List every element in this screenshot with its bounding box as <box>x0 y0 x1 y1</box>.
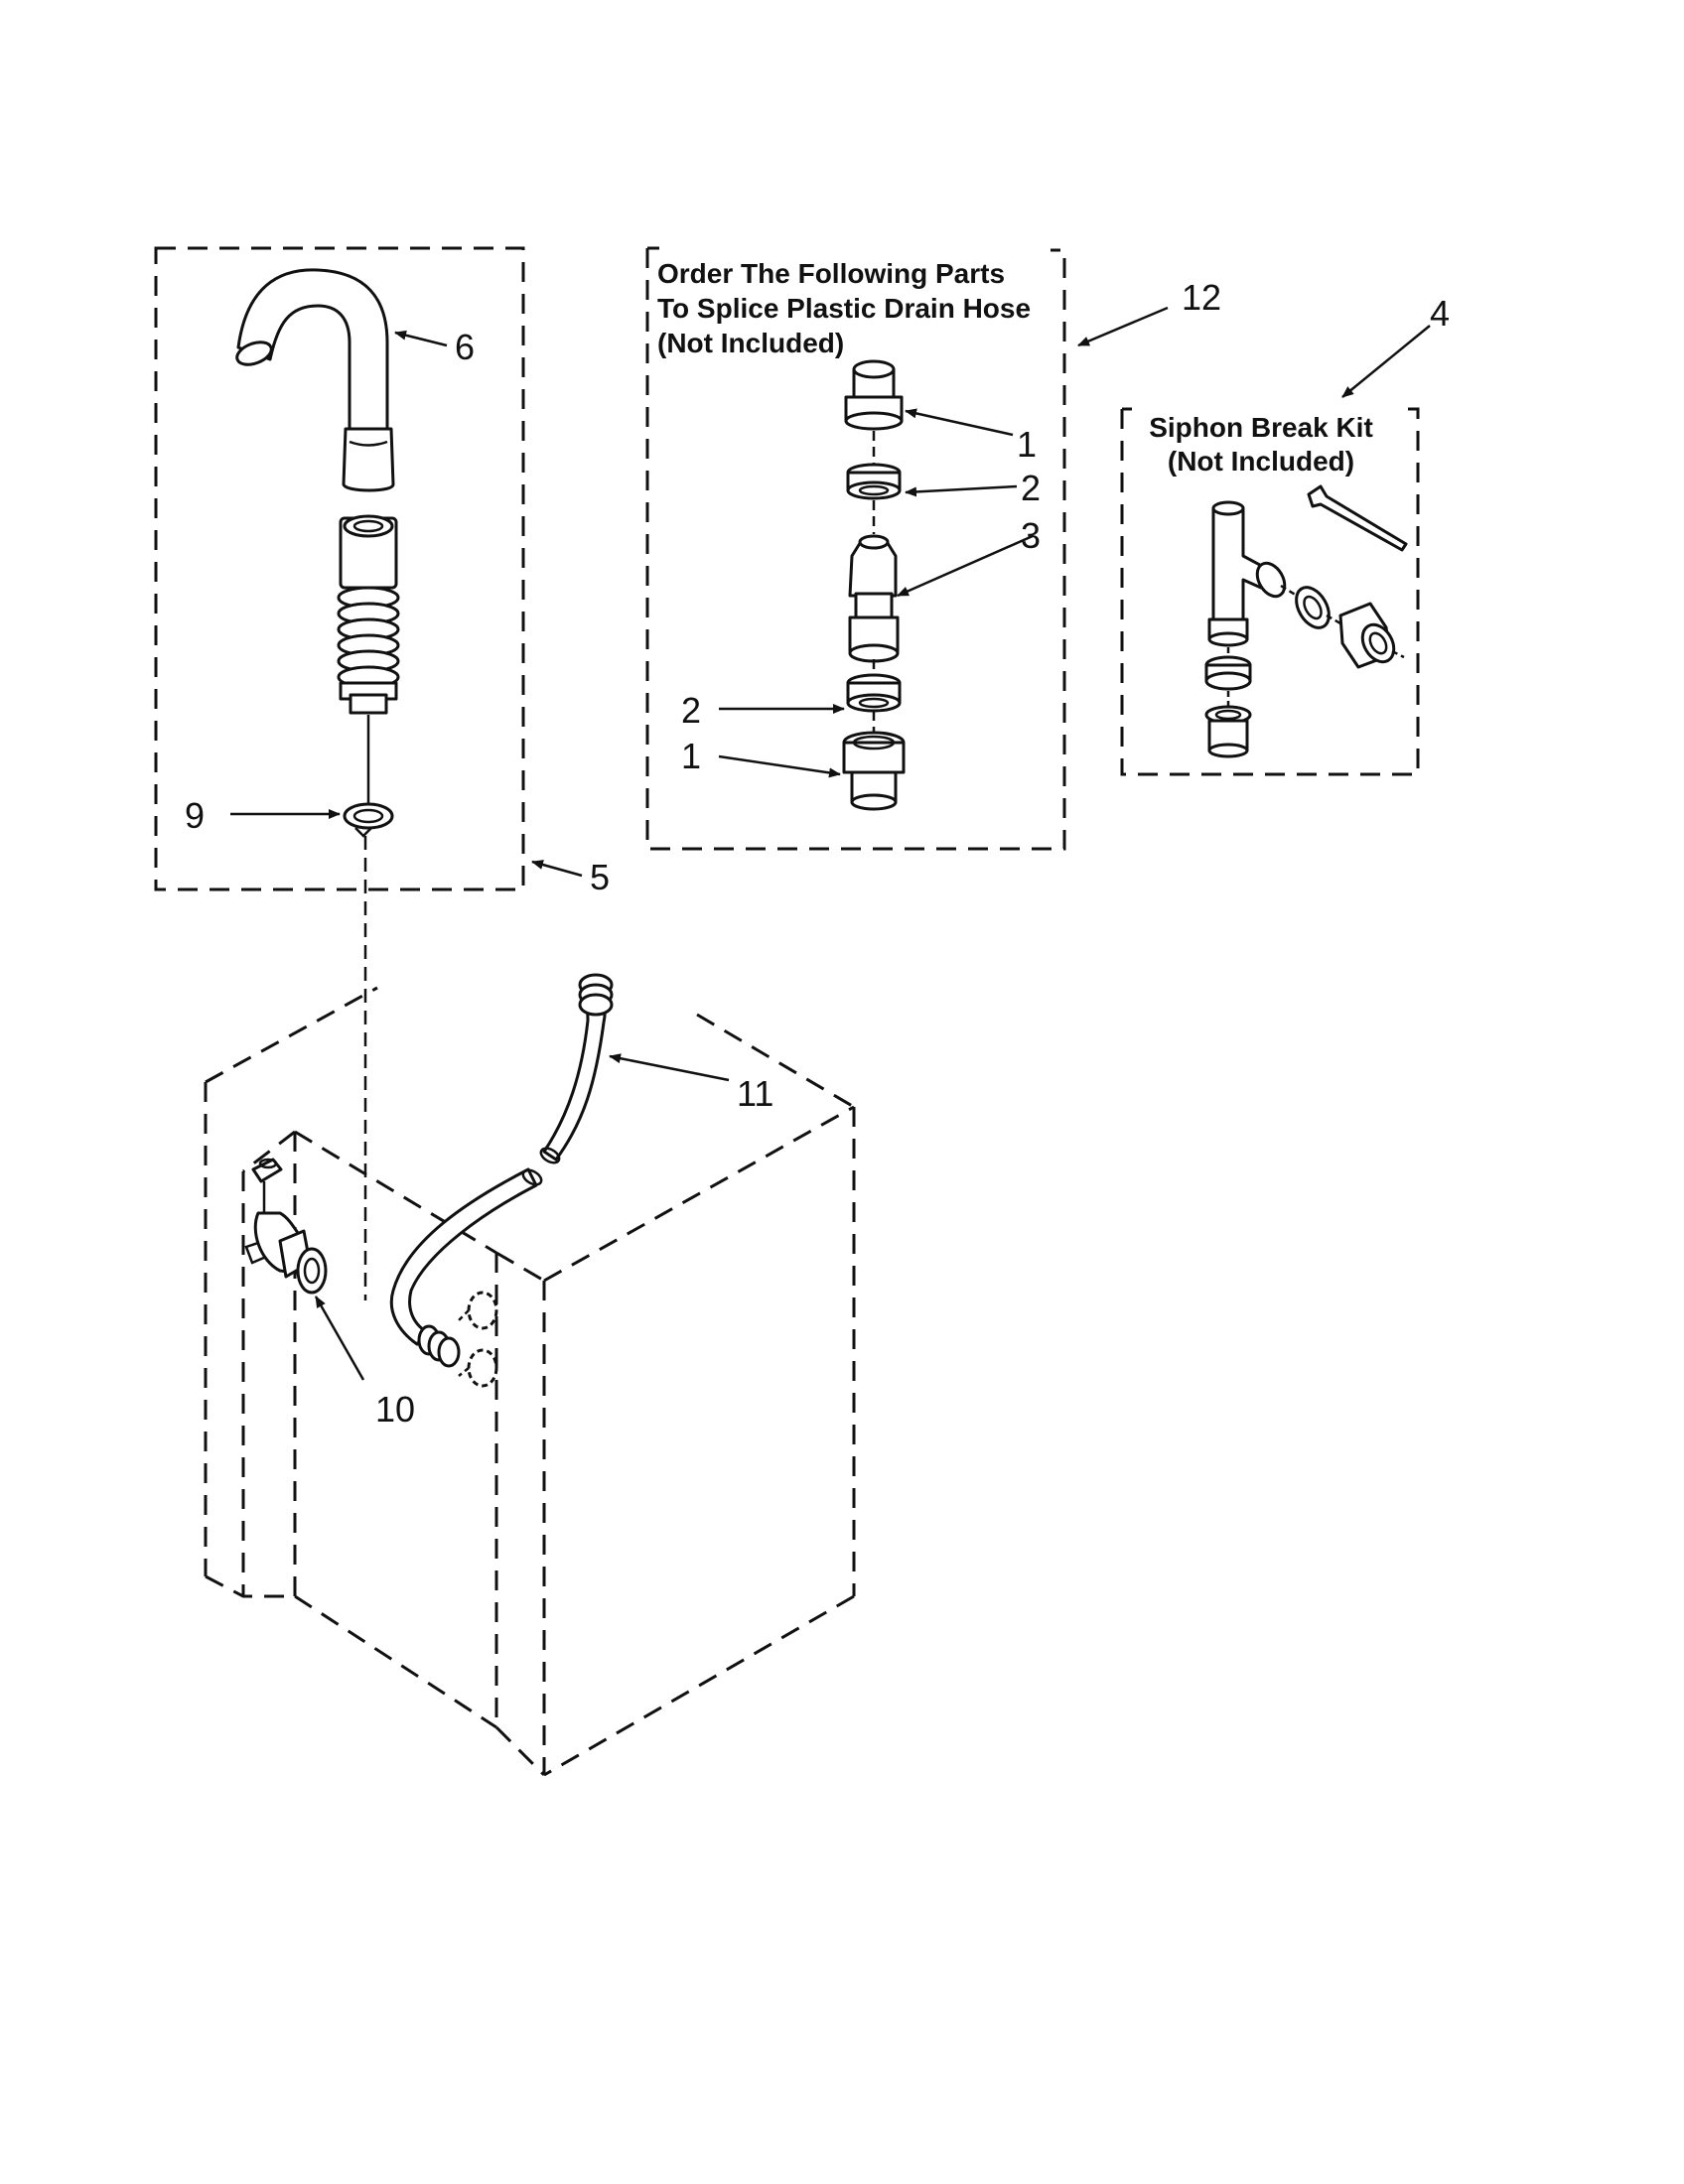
callout-9: 9 <box>185 795 205 836</box>
part-11-hose <box>389 973 614 1368</box>
washer-cabinet-outline <box>204 986 856 1777</box>
splice-kit-box <box>645 248 1066 851</box>
siphon-kit-box <box>1120 407 1420 776</box>
splice-box-title-line3: (Not Included) <box>657 328 844 358</box>
callout-5: 5 <box>590 857 610 897</box>
callout-2-bottom: 2 <box>681 690 701 731</box>
callout-2-top: 2 <box>1021 468 1041 508</box>
callout-10: 10 <box>375 1389 415 1430</box>
callout-1-bottom: 1 <box>681 736 701 776</box>
callout-1-top: 1 <box>1017 424 1037 465</box>
callout-4: 4 <box>1430 293 1450 334</box>
siphon-box-title-line2: (Not Included) <box>1168 446 1354 477</box>
callout-12: 12 <box>1182 277 1221 318</box>
leader-arrows <box>230 306 1431 1381</box>
splice-box-title-line2: To Splice Plastic Drain Hose <box>657 293 1031 324</box>
callout-6: 6 <box>455 327 475 367</box>
siphon-box-title-line1: Siphon Break Kit <box>1149 412 1373 443</box>
part-9-clamp <box>343 802 394 838</box>
splice-box-title-line1: Order The Following Parts <box>657 258 1005 289</box>
corrugated-hose-connector <box>337 514 400 715</box>
callout-3: 3 <box>1021 515 1041 556</box>
drain-hose-kit-box <box>154 246 525 891</box>
callout-11: 11 <box>737 1073 773 1114</box>
part-6-hose-hook <box>235 268 395 492</box>
splice-parts-stack <box>842 359 906 811</box>
callout-numbers: 6 9 5 1 2 3 2 1 12 4 10 11 <box>185 277 1450 1430</box>
part-10-drain-elbow <box>244 1158 328 1295</box>
water-inlets <box>458 1291 498 1388</box>
siphon-kit-parts <box>1204 484 1408 758</box>
